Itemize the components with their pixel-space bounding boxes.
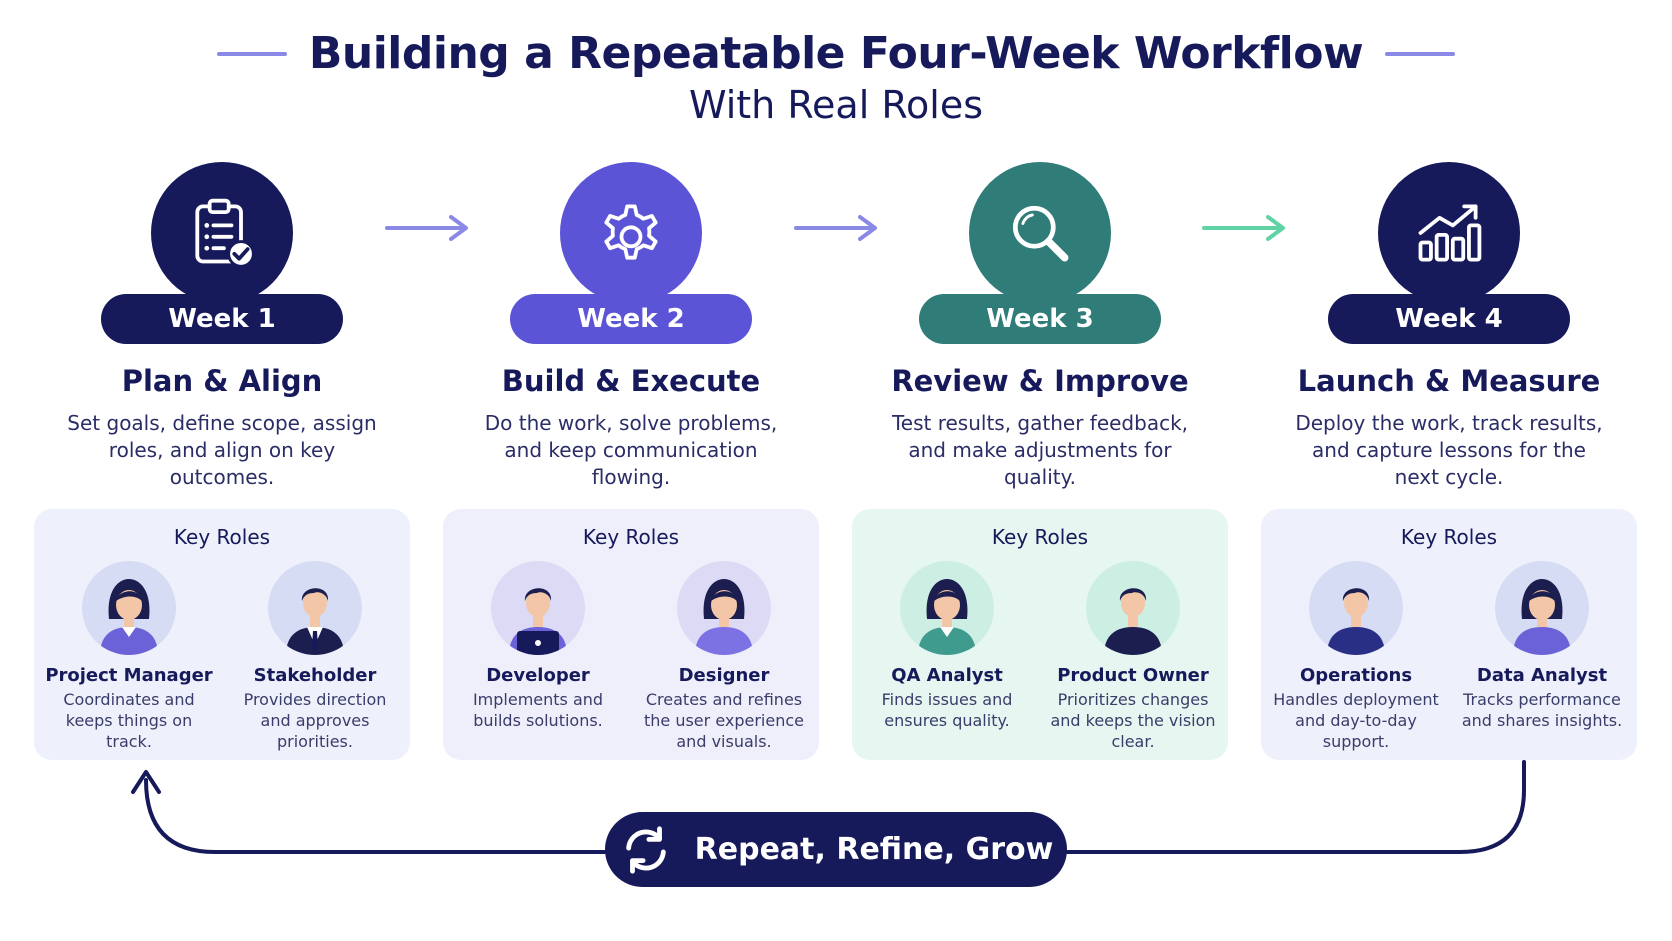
roles-heading: Key Roles [173,525,271,549]
week-2-title: Build & Execute [501,364,761,398]
woman-avatar [82,561,176,655]
role-name: Stakeholder [253,665,377,686]
role-name: Operations [1299,665,1413,686]
repeat-cycle-pill: Repeat, Refine, Grow [605,812,1067,887]
page-subtitle: With Real Roles [688,83,984,127]
role-designer: Designer Creates and refines the user ex… [639,561,809,752]
role-description: Prioritizes changes and keeps the vision… [1050,690,1216,751]
week-1-icon-circle [151,162,293,304]
role-description: Creates and refines the user experience … [643,690,804,751]
role-operations: Operations Handles deployment and day-to… [1271,561,1441,752]
roles-card-week-1: Key Roles Project Manager Coordinates an… [34,509,410,760]
roles-heading: Key Roles [991,525,1089,549]
role-stakeholder: Stakeholder Provides direction and appro… [230,561,400,752]
role-description: Finds issues and ensures quality. [881,690,1013,730]
week-1-title: Plan & Align [121,364,323,398]
role-developer: Developer Implements and builds solution… [453,561,623,752]
page-title: Building a Repeatable Four-Week Workflow [308,28,1364,79]
role-name: Product Owner [1057,665,1209,686]
week-column-1: Week 1 Plan & Align Set goals, define sc… [34,162,410,491]
roles-row: Operations Handles deployment and day-to… [1261,561,1637,752]
role-description: Implements and builds solutions. [472,690,604,730]
woman-avatar [900,561,994,655]
roles-heading: Key Roles [582,525,680,549]
week-3-title: Review & Improve [891,364,1189,398]
title-decor-line-left [216,51,287,56]
role-product-owner: Product Owner Prioritizes changes and ke… [1048,561,1218,752]
roles-row: Project Manager Coordinates and keeps th… [34,561,410,752]
arrow-right-icon [1202,215,1285,241]
week-3-description: Test results, gather feedback, and make … [891,411,1189,489]
role-data-analyst: Data Analyst Tracks performance and shar… [1457,561,1627,752]
role-description: Coordinates and keeps things on track. [63,690,195,751]
man-laptop-avatar [491,561,585,655]
roles-card-week-3: Key Roles QA Analyst Finds issues and en… [852,509,1228,760]
woman-avatar [677,561,771,655]
woman-avatar [1495,561,1589,655]
week-column-4: Week 4 Launch & Measure Deploy the work,… [1261,162,1637,491]
week-4-icon-circle [1378,162,1520,304]
roles-card-week-2: Key Roles Developer Implements and build… [443,509,819,760]
week-2-pill: Week 2 [510,294,752,344]
week-2-icon-circle [560,162,702,304]
role-description: Provides direction and approves prioriti… [243,690,387,751]
roles-row: Developer Implements and builds solution… [443,561,819,752]
growth-chart-icon [1418,204,1482,262]
clipboard-check-icon [195,198,255,268]
role-name: Developer [486,665,590,686]
week-1-pill: Week 1 [101,294,343,344]
title-row: Building a Repeatable Four-Week Workflow [0,28,1672,79]
week-column-2: Week 2 Build & Execute Do the work, solv… [443,162,819,491]
role-name: Project Manager [45,665,213,686]
roles-row: QA Analyst Finds issues and ensures qual… [852,561,1228,752]
title-decor-line-right [1385,51,1456,56]
week-4-title: Launch & Measure [1297,364,1601,398]
week-column-3: Week 3 Review & Improve Test results, ga… [852,162,1228,491]
man-avatar [1309,561,1403,655]
arrow-right-icon [794,215,877,241]
week-3-icon-circle [969,162,1111,304]
repeat-cycle-label: Repeat, Refine, Grow [694,832,1054,867]
role-description: Tracks performance and shares insights. [1461,690,1623,730]
man-avatar [1086,561,1180,655]
week-1-description: Set goals, define scope, assign roles, a… [67,411,377,489]
week-4-description: Deploy the work, track results, and capt… [1295,411,1603,489]
roles-heading: Key Roles [1400,525,1498,549]
week-2-description: Do the work, solve problems, and keep co… [484,411,778,489]
gear-icon [604,204,658,260]
role-project-manager: Project Manager Coordinates and keeps th… [44,561,214,752]
arrow-right-icon [385,215,468,241]
magnifier-icon [1012,205,1069,262]
role-name: Data Analyst [1476,665,1608,686]
man-suit-avatar [268,561,362,655]
header: Building a Repeatable Four-Week Workflow… [0,28,1672,127]
roles-card-week-4: Key Roles Operations Handles deployment … [1261,509,1637,760]
week-4-pill: Week 4 [1328,294,1570,344]
role-name: QA Analyst [891,665,1003,686]
refresh-cycle-icon [625,825,666,874]
week-3-pill: Week 3 [919,294,1161,344]
role-description: Handles deployment and day-to-day suppor… [1273,690,1439,751]
role-name: Designer [678,665,770,686]
role-qa-analyst: QA Analyst Finds issues and ensures qual… [862,561,1032,752]
